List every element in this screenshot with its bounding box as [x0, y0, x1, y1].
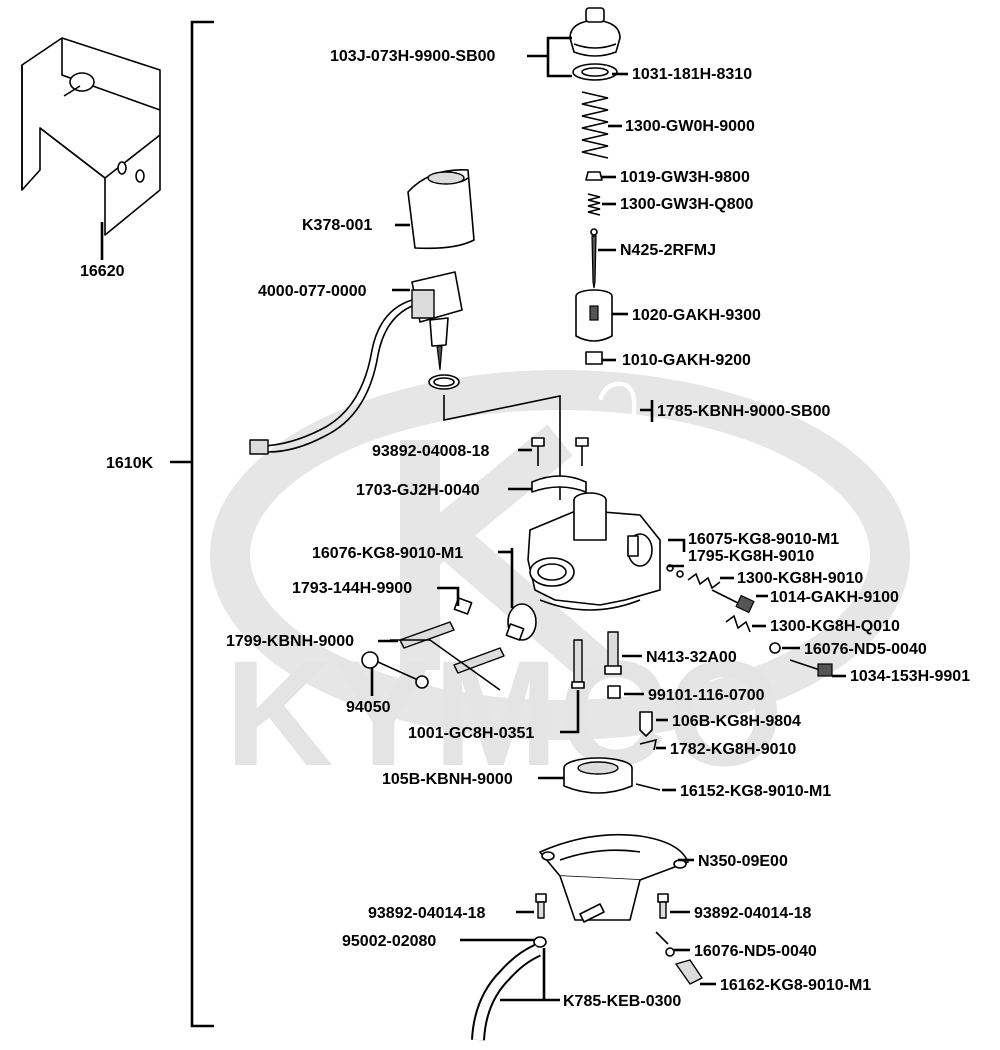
idle-screw [711, 589, 755, 614]
carburetor-body [527, 492, 661, 611]
label-93892-04014-18-right: 93892-04014-18 [694, 905, 812, 922]
overflow-hose-inner [597, 381, 637, 501]
label-106B-KG8H-9804: 106B-KG8H-9804 [672, 713, 801, 730]
choke-pointer-line [443, 395, 561, 500]
kymco-watermark: KYMCO [210, 370, 910, 797]
label-1795-KG8H-9010: 1795-KG8H-9010 [688, 548, 814, 565]
label-16075-KG8-9010-M1: 16075-KG8-9010-M1 [688, 531, 839, 548]
clamp-bolts [531, 437, 589, 466]
label-16076-ND5-0040-lower: 16076-ND5-0040 [694, 943, 817, 960]
label-1300-KG8H-9010: 1300-KG8H-9010 [737, 570, 863, 587]
label-1300-GW3H-Q800: 1300-GW3H-Q800 [620, 196, 753, 213]
label-16152-KG8-9010-M1: 16152-KG8-9010-M1 [680, 783, 831, 800]
label-N350-09E00: N350-09E00 [698, 853, 788, 870]
mix-spring [725, 614, 751, 633]
leader-lines [378, 36, 846, 1002]
small-oring [676, 570, 684, 578]
fuel-hose-inner [473, 945, 541, 1041]
mixture-screw [789, 659, 833, 677]
drain-washer [665, 947, 675, 957]
small-washer [769, 642, 781, 654]
choke-cover [407, 169, 475, 250]
mounting-plates [453, 597, 525, 641]
needle-retainer [585, 171, 603, 181]
spring-large [581, 91, 609, 159]
label-103J-073H-9900-SB00: 103J-073H-9900-SB00 [330, 48, 496, 65]
label-1703-GJ2H-0040: 1703-GJ2H-0040 [356, 482, 480, 499]
label-105B-KBNH-9000: 105B-KBNH-9000 [382, 771, 513, 788]
drain-screw [675, 959, 703, 985]
label-93892-04008-18: 93892-04008-18 [372, 443, 490, 460]
label-1019-GW3H-9800: 1019-GW3H-9800 [620, 169, 750, 186]
assembly-bracket [170, 20, 214, 1028]
label-1014-GAKH-9100: 1014-GAKH-9100 [770, 589, 899, 606]
float-pin [639, 738, 658, 751]
label-16076-ND5-0040: 16076-ND5-0040 [804, 641, 927, 658]
label-1300-KG8H-Q010: 1300-KG8H-Q010 [770, 618, 900, 635]
label-95002-02080: 95002-02080 [342, 933, 436, 950]
throttle-valve [575, 289, 613, 342]
needle-jet [571, 639, 585, 689]
label-4000-077-0000: 4000-077-0000 [258, 283, 367, 300]
float-valve [639, 711, 653, 737]
label-1010-GAKH-9200: 1010-GAKH-9200 [622, 352, 751, 369]
label-1793-144H-9900: 1793-144H-9900 [292, 580, 412, 597]
nut-94050 [361, 651, 429, 689]
float [563, 757, 633, 794]
label-1300-GW0H-9000: 1300-GW0H-9000 [625, 118, 755, 135]
spring-small [587, 193, 601, 216]
label-1799-KBNH-9000: 1799-KBNH-9000 [226, 633, 354, 650]
label-16076-KG8-9010-M1: 16076-KG8-9010-M1 [312, 545, 463, 562]
float-chamber [539, 833, 689, 923]
jet-needle [590, 228, 598, 289]
label-K378-001: K378-001 [302, 217, 372, 234]
seal-ring-inner [581, 67, 609, 77]
label-1031-181H-8310: 1031-181H-8310 [632, 66, 752, 83]
label-1610K: 1610K [106, 455, 154, 472]
label-N425-2RFMJ: N425-2RFMJ [620, 242, 716, 259]
valve-nut [585, 351, 603, 365]
chamber-screw-right [657, 893, 669, 919]
label-N413-32A00: N413-32A00 [646, 649, 737, 666]
label-K785-KEB-0300: K785-KEB-0300 [563, 993, 681, 1010]
label-16162-KG8-9010-M1: 16162-KG8-9010-M1 [720, 977, 871, 994]
seal-ring [572, 63, 618, 81]
bolt-leader [390, 639, 501, 691]
main-jet-holder [604, 631, 622, 675]
label-93892-04014-18-left: 93892-04014-18 [368, 905, 486, 922]
label-16620: 16620 [80, 263, 125, 280]
chamber-screw-left [535, 893, 547, 919]
label-94050: 94050 [346, 699, 391, 716]
label-1782-KG8H-9010: 1782-KG8H-9010 [670, 741, 796, 758]
auto-choke [249, 271, 463, 455]
drain-pin [655, 931, 669, 945]
label-1785-KBNH-9000-SB00: 1785-KBNH-9000-SB00 [657, 403, 831, 420]
label-1020-GAKH-9300: 1020-GAKH-9300 [632, 307, 761, 324]
float-arm [635, 783, 661, 791]
cap-part [569, 7, 621, 57]
clamp-plate [531, 475, 587, 493]
label-99101-116-0700: 99101-116-0700 [648, 687, 765, 704]
hose-clip [533, 936, 547, 948]
idle-spring [687, 572, 721, 590]
choke-oring-inner [433, 377, 455, 387]
label-1034-153H-9901: 1034-153H-9901 [850, 668, 970, 685]
main-jet [607, 685, 621, 699]
label-1001-GC8H-0351: 1001-GC8H-0351 [408, 725, 534, 742]
cover-part-16620 [21, 37, 161, 260]
watermark-text: KYMCO [225, 629, 783, 797]
